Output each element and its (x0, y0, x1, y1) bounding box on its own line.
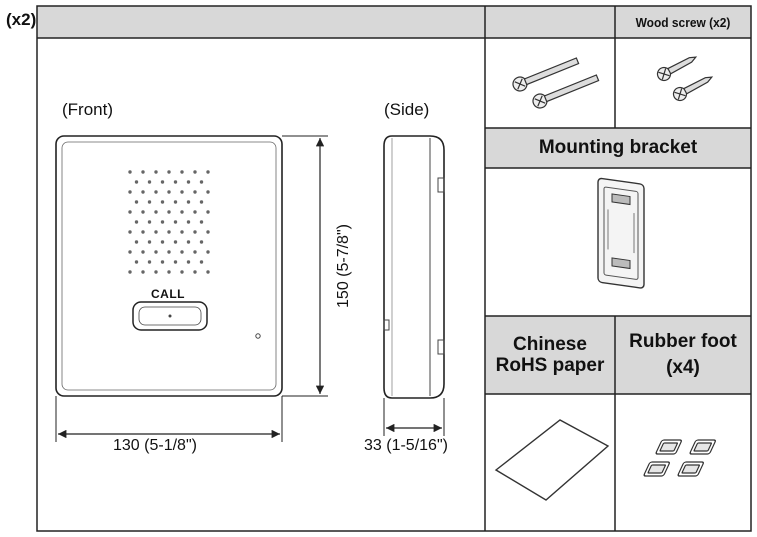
speaker-hole (141, 210, 145, 214)
speaker-hole (147, 260, 152, 264)
wood-screw-label: Wood screw (x2) (635, 14, 731, 30)
front-view-label: (Front) (62, 100, 113, 119)
width-dimension-label: 130 (5-1/8") (113, 437, 197, 454)
speaker-hole (180, 210, 184, 214)
speaker-hole (128, 230, 132, 234)
speaker-hole (186, 260, 191, 264)
speaker-hole (186, 240, 191, 244)
speaker-hole (128, 170, 132, 174)
speaker-hole (154, 270, 158, 274)
speaker-hole (160, 220, 165, 224)
call-button-label: CALL (151, 287, 185, 301)
speaker-hole (180, 250, 184, 254)
speaker-hole (154, 190, 158, 194)
speaker-hole (128, 210, 132, 214)
speaker-hole (128, 190, 132, 194)
speaker-hole (173, 260, 178, 264)
rubber-foot-label: Rubber foot (x4) (629, 331, 737, 378)
speaker-hole (147, 240, 152, 244)
speaker-hole (160, 240, 165, 244)
speaker-hole (167, 230, 171, 234)
speaker-hole (134, 260, 139, 264)
speaker-hole (173, 200, 178, 204)
speaker-hole (147, 220, 152, 224)
speaker-hole (199, 200, 204, 204)
speaker-hole (193, 190, 197, 194)
speaker-hole (134, 220, 139, 224)
speaker-hole (206, 250, 210, 254)
speaker-hole (199, 180, 204, 184)
speaker-hole (128, 250, 132, 254)
speaker-hole (147, 180, 152, 184)
speaker-hole (180, 190, 184, 194)
speaker-hole (193, 210, 197, 214)
mounting-bracket-label: Mounting bracket (538, 137, 698, 158)
speaker-hole (134, 180, 139, 184)
speaker-hole (186, 220, 191, 224)
speaker-hole (193, 170, 197, 174)
speaker-hole (134, 200, 139, 204)
speaker-hole (154, 170, 158, 174)
speaker-hole (141, 250, 145, 254)
speaker-hole (160, 200, 165, 204)
speaker-hole (193, 270, 197, 274)
speaker-hole (193, 250, 197, 254)
speaker-hole (206, 170, 210, 174)
rohs-paper-label: Chinese RoHS paper (495, 334, 605, 376)
speaker-hole (167, 270, 171, 274)
speaker-hole (186, 180, 191, 184)
speaker-hole (206, 210, 210, 214)
speaker-hole (199, 240, 204, 244)
speaker-hole (167, 170, 171, 174)
speaker-hole (173, 180, 178, 184)
speaker-hole (173, 220, 178, 224)
speaker-hole (193, 230, 197, 234)
speaker-hole (167, 210, 171, 214)
speaker-hole (141, 270, 145, 274)
speaker-hole (206, 190, 210, 194)
speaker-hole (180, 270, 184, 274)
speaker-hole (160, 180, 165, 184)
quantity-label: (x2) (6, 10, 37, 29)
speaker-hole (173, 240, 178, 244)
speaker-hole (134, 240, 139, 244)
speaker-hole (206, 230, 210, 234)
speaker-hole (147, 200, 152, 204)
depth-dimension-label: 33 (1-5/16") (364, 437, 448, 454)
speaker-hole (199, 220, 204, 224)
speaker-hole (180, 230, 184, 234)
speaker-hole (141, 170, 145, 174)
speaker-hole (180, 170, 184, 174)
speaker-hole (154, 210, 158, 214)
speaker-hole (141, 190, 145, 194)
speaker-hole (167, 190, 171, 194)
speaker-hole (160, 260, 165, 264)
speaker-hole (128, 270, 132, 274)
side-view-label: (Side) (384, 100, 430, 119)
speaker-hole (141, 230, 145, 234)
speaker-hole (186, 200, 191, 204)
speaker-hole (199, 260, 204, 264)
speaker-hole (206, 270, 210, 274)
speaker-hole (154, 250, 158, 254)
speaker-hole (167, 250, 171, 254)
speaker-hole (154, 230, 158, 234)
